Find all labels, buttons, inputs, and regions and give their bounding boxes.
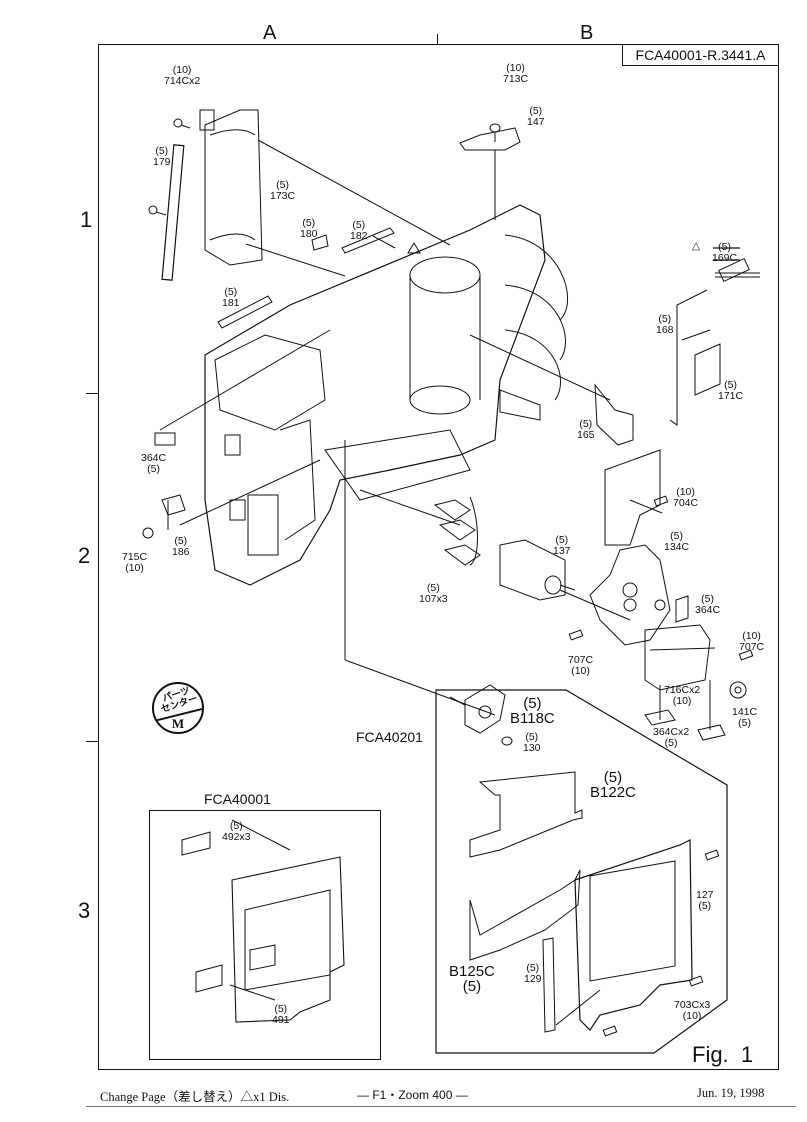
column-label-b: B (580, 22, 594, 44)
part-label-704c: (10) 704C (673, 486, 699, 509)
part-label-715c: 715C (10) (122, 551, 148, 574)
page-bottom-rule (86, 1106, 796, 1107)
part-label-716c: 716Cx2 (10) (664, 684, 701, 707)
part-label-b125c: B125C (5) (449, 963, 495, 995)
triangle-change-marker: △ (692, 240, 701, 252)
subassembly-title-fca40201: FCA40201 (356, 729, 423, 745)
row-divider-tick-2 (86, 741, 98, 742)
part-label-713c: (10) 713C (503, 62, 529, 85)
part-label-186: (5) 186 (172, 535, 190, 558)
part-label-179: (5) 179 (153, 145, 171, 168)
footer-model: — F1・Zoom 400 — (357, 1088, 468, 1102)
footer-date: Jun. 19, 1998 (697, 1086, 765, 1100)
parts-center-stamp: パーツ センター M (152, 682, 204, 734)
part-label-169c-deleted: (5) 169C (712, 241, 738, 264)
row-divider-tick-1 (86, 393, 98, 394)
figure-label: Fig. 1 (692, 1042, 754, 1067)
part-label-364c-left: 364C (5) (141, 452, 167, 475)
part-label-107: (5) 107x3 (419, 582, 448, 605)
part-label-171c: (5) 171C (718, 379, 744, 402)
subassembly-frame-fca40001 (149, 810, 381, 1060)
part-label-b118c: (5) B118C (510, 695, 555, 727)
part-label-134c: (5) 134C (664, 530, 690, 553)
footer-change-note: Change Page（差し替え）△x1 Dis. (100, 1090, 290, 1104)
part-label-141c: 141C (5) (732, 706, 758, 729)
part-label-707c-right: (10) 707C (739, 630, 765, 653)
part-label-130: (5) 130 (523, 731, 541, 754)
subassembly-frame-fca40201 (435, 689, 728, 1054)
part-label-703c: 703Cx3 (10) (674, 999, 711, 1022)
column-label-a: A (263, 22, 277, 44)
document-id: FCA40001-R.3441.A (622, 44, 779, 66)
part-label-491: (5) 491 (272, 1003, 290, 1026)
part-label-b122c: (5) B122C (590, 769, 636, 801)
row-label-1: 1 (80, 207, 93, 232)
part-label-181: (5) 181 (222, 286, 240, 309)
part-label-364cx2: 364Cx2 (5) (653, 726, 690, 749)
stamp-bottom-text: M (171, 716, 185, 731)
column-divider-tick (437, 34, 438, 44)
part-label-168: (5) 168 (656, 313, 674, 336)
part-label-147: (5) 147 (527, 105, 545, 128)
part-label-137: (5) 137 (553, 534, 571, 557)
stamp-top-text: パーツ センター (159, 685, 200, 716)
row-label-3: 3 (78, 898, 91, 923)
subassembly-title-fca40001: FCA40001 (204, 791, 271, 807)
part-label-129: (5) 129 (524, 962, 542, 985)
part-label-182: (5) 182 (350, 219, 368, 242)
part-label-714c: (10) 714Cx2 (164, 64, 201, 87)
part-label-492: (5) 492x3 (222, 820, 251, 843)
part-label-173c: (5) 173C (270, 179, 296, 202)
part-label-180: (5) 180 (300, 217, 318, 240)
part-label-707c-left: 707C (10) (568, 654, 594, 677)
part-label-165: (5) 165 (577, 418, 595, 441)
drawing-frame (98, 44, 779, 1070)
part-label-364c-right: (5) 364C (695, 593, 721, 616)
part-label-127: 127 (5) (696, 889, 714, 912)
row-label-2: 2 (78, 543, 91, 568)
